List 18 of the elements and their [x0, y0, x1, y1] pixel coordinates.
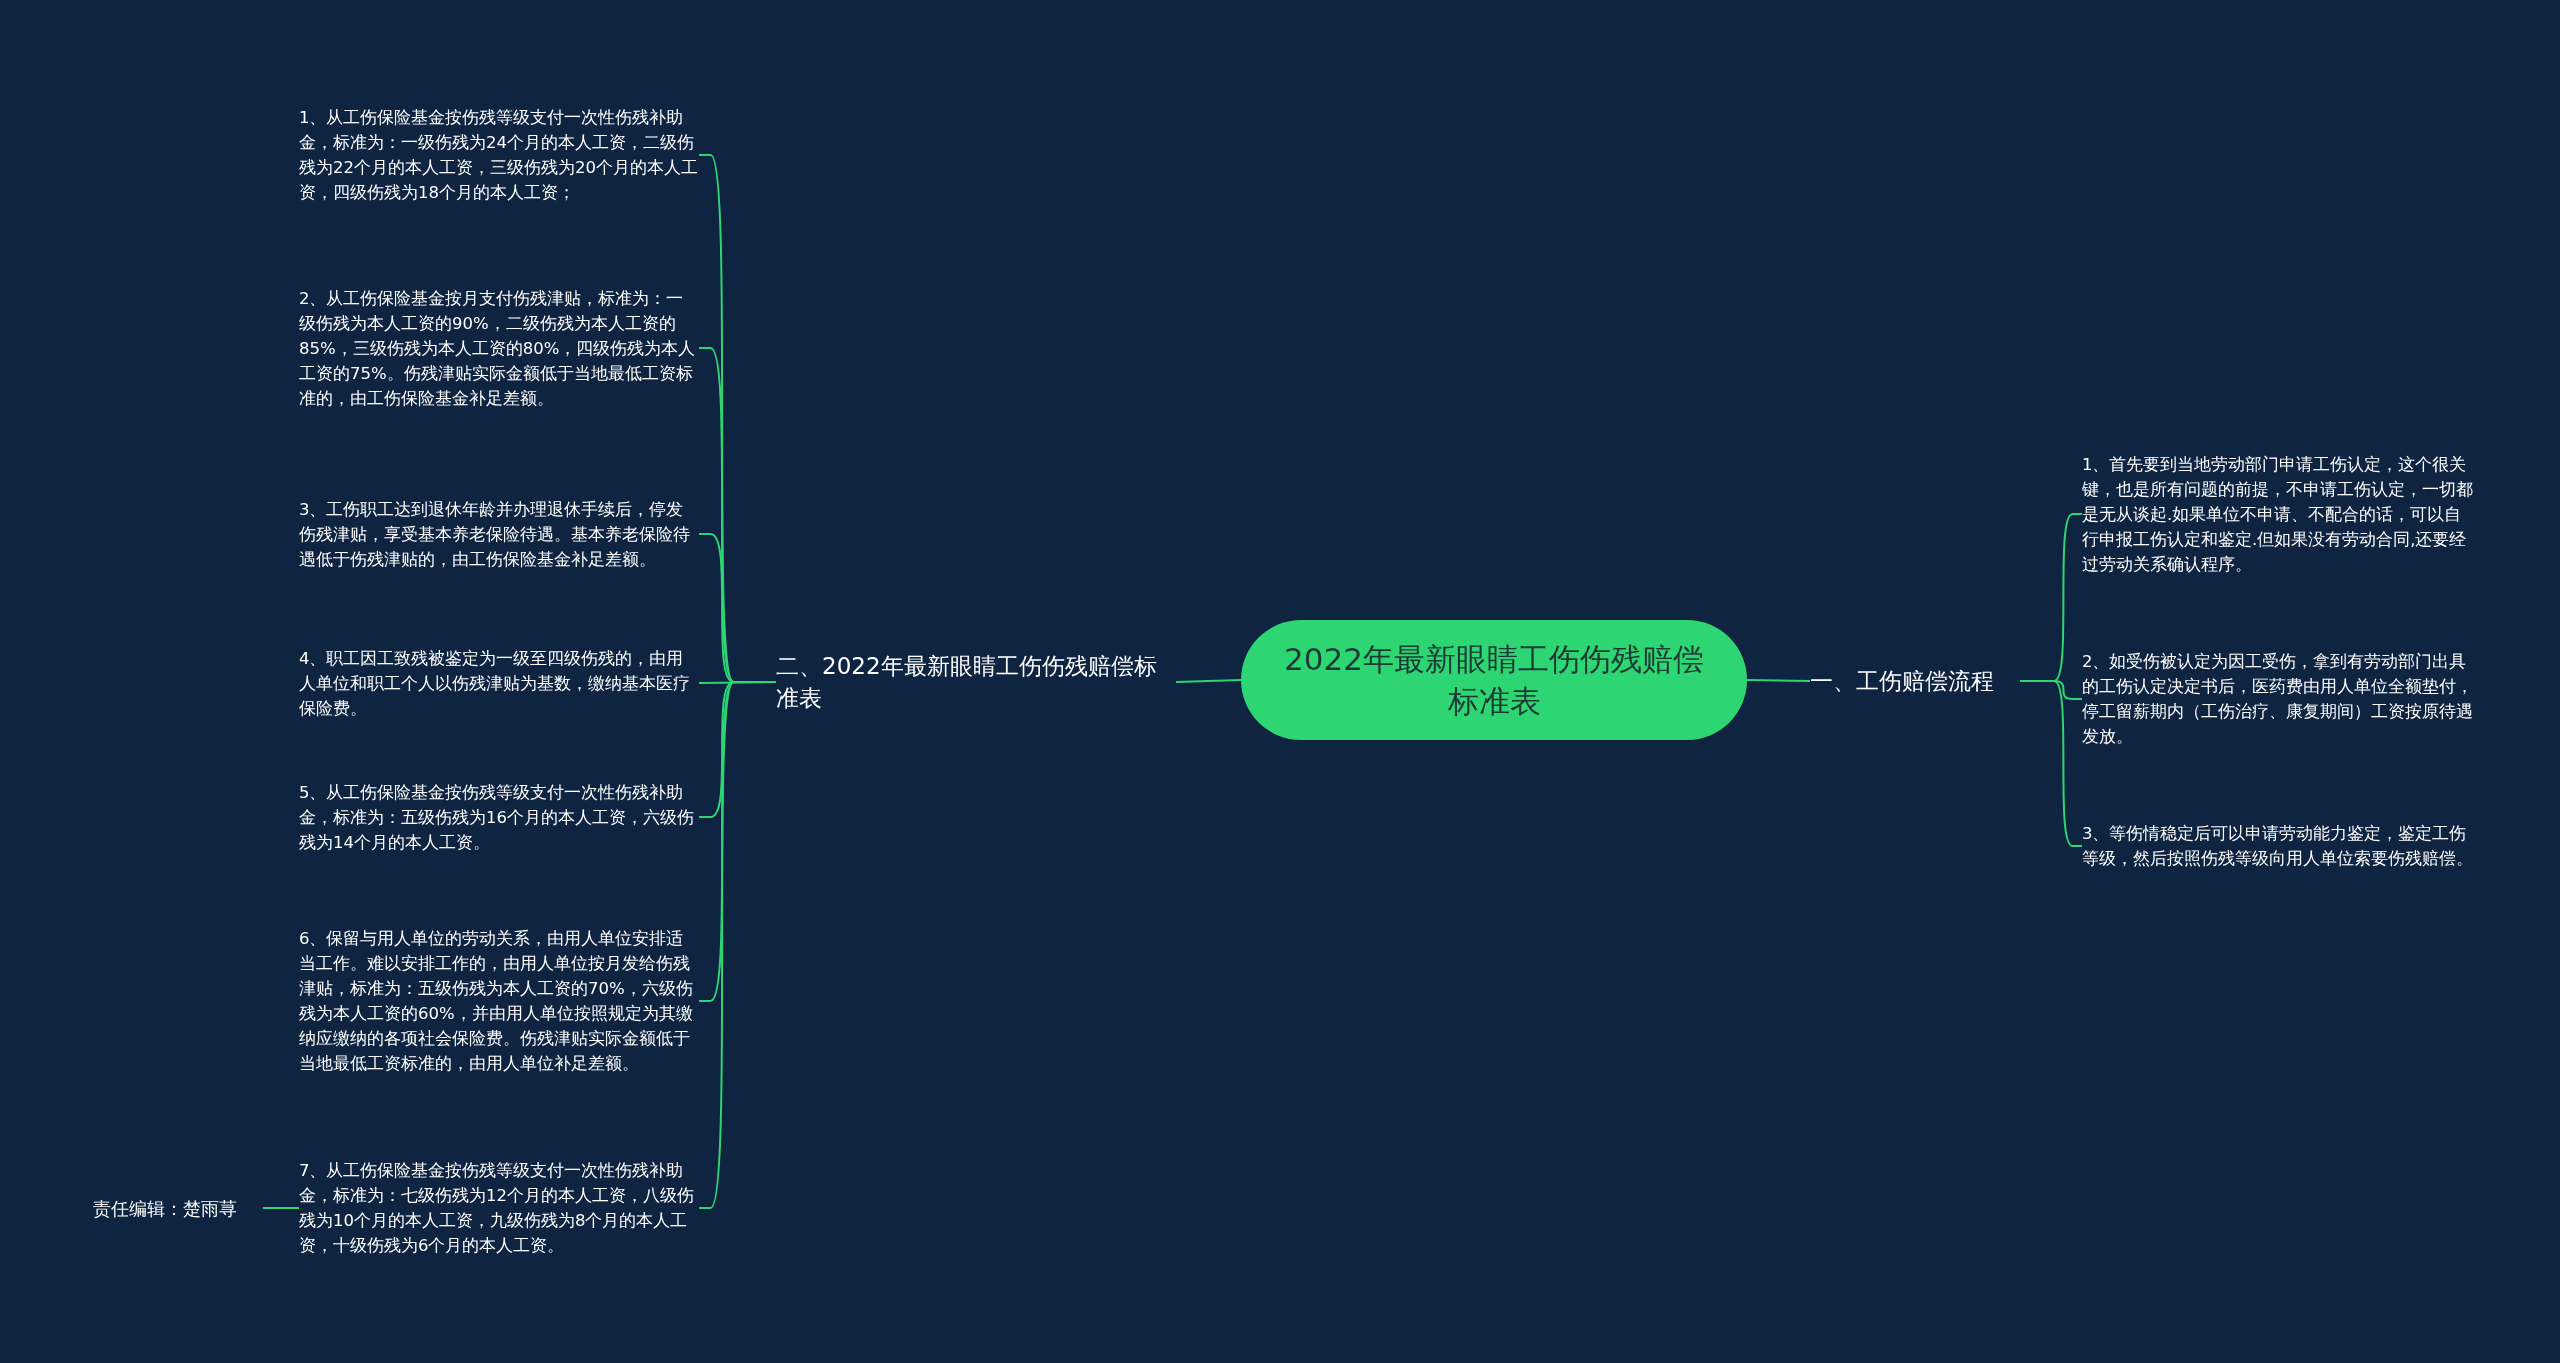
- connector-line: [1175, 679, 1242, 683]
- connector-line: [262, 1207, 300, 1209]
- topic-text: 5、从工伤保险基金按伤残等级支付一次性伤残补助金，标准为：五级伤残为16个月的本人工资，六级伤残为14个月的本人工资。: [299, 779, 699, 855]
- connector-line: [1746, 679, 1811, 682]
- connector-line: [2019, 680, 2083, 847]
- central-topic: 2022年最新眼睛工伤伤残赔偿标准表: [1241, 620, 1747, 740]
- topic-text: 3、等伤情稳定后可以申请劳动能力鉴定，鉴定工伤等级，然后按照伤残等级向用人单位索要伤残赔偿。: [2082, 821, 2477, 871]
- topic-text: 1、从工伤保险基金按伤残等级支付一次性伤残补助金，标准为：一级伤残为24个月的本人工资，二级伤残为22个月的本人工资，三级伤残为20个月的本人工资，四级伤残为18个月的本人工资；: [299, 105, 699, 205]
- topic-text: 7、从工伤保险基金按伤残等级支付一次性伤残补助金，标准为：七级伤残为12个月的本人工资，八级伤残为10个月的本人工资，九级伤残为8个月的本人工资，十级伤残为6个月的本人工资。: [299, 1158, 699, 1258]
- editor-note: 责任编辑：楚雨荨: [93, 1195, 263, 1221]
- topic-text: 1、首先要到当地劳动部门申请工伤认定，这个很关键，也是所有问题的前提，不申请工伤认定，一切都是无从谈起.如果单位不申请、不配合的话，可以自行申报工伤认定和鉴定.但如果没有劳动合同,还要经过劳动关系确认程序。: [2082, 451, 2477, 577]
- branch-topic: 二、2022年最新眼睛工伤伤残赔偿标准表: [776, 650, 1176, 714]
- topic-text: 3、工伤职工达到退休年龄并办理退休手续后，停发伤残津贴，享受基本养老保险待遇。基本养老保险待遇低于伤残津贴的，由工伤保险基金补足差额。: [299, 496, 699, 572]
- topic-text: 2、从工伤保险基金按月支付伤残津贴，标准为：一级伤残为本人工资的90%，二级伤残为本人工资的85%，三级伤残为本人工资的80%，四级伤残为本人工资的75%。伤残津贴实际金额低于当地最低工资标准的，由工伤保险基金补足差额。: [299, 285, 699, 411]
- topic-text: 4、职工因工致残被鉴定为一级至四级伤残的，由用人单位和职工个人以伤残津贴为基数，缴纳基本医疗保险费。: [299, 645, 699, 721]
- topic-text: 2、如受伤被认定为因工受伤，拿到有劳动部门出具的工伤认定决定书后，医药费由用人单位全额垫付，停工留薪期内（工伤治疗、康复期间）工资按原待遇发放。: [2082, 649, 2477, 749]
- topic-text: 6、保留与用人单位的劳动关系，由用人单位安排适当工作。难以安排工作的，由用人单位按月发给伤残津贴，标准为：五级伤残为本人工资的70%，六级伤残为本人工资的60%，并由用人单位按照规定为其缴纳应缴纳的各项社会保险费。伤残津贴实际金额低于当地最低工资标准的，由用人单位补足差额。: [299, 926, 699, 1076]
- branch-topic: 一、工伤赔偿流程: [1810, 665, 2020, 697]
